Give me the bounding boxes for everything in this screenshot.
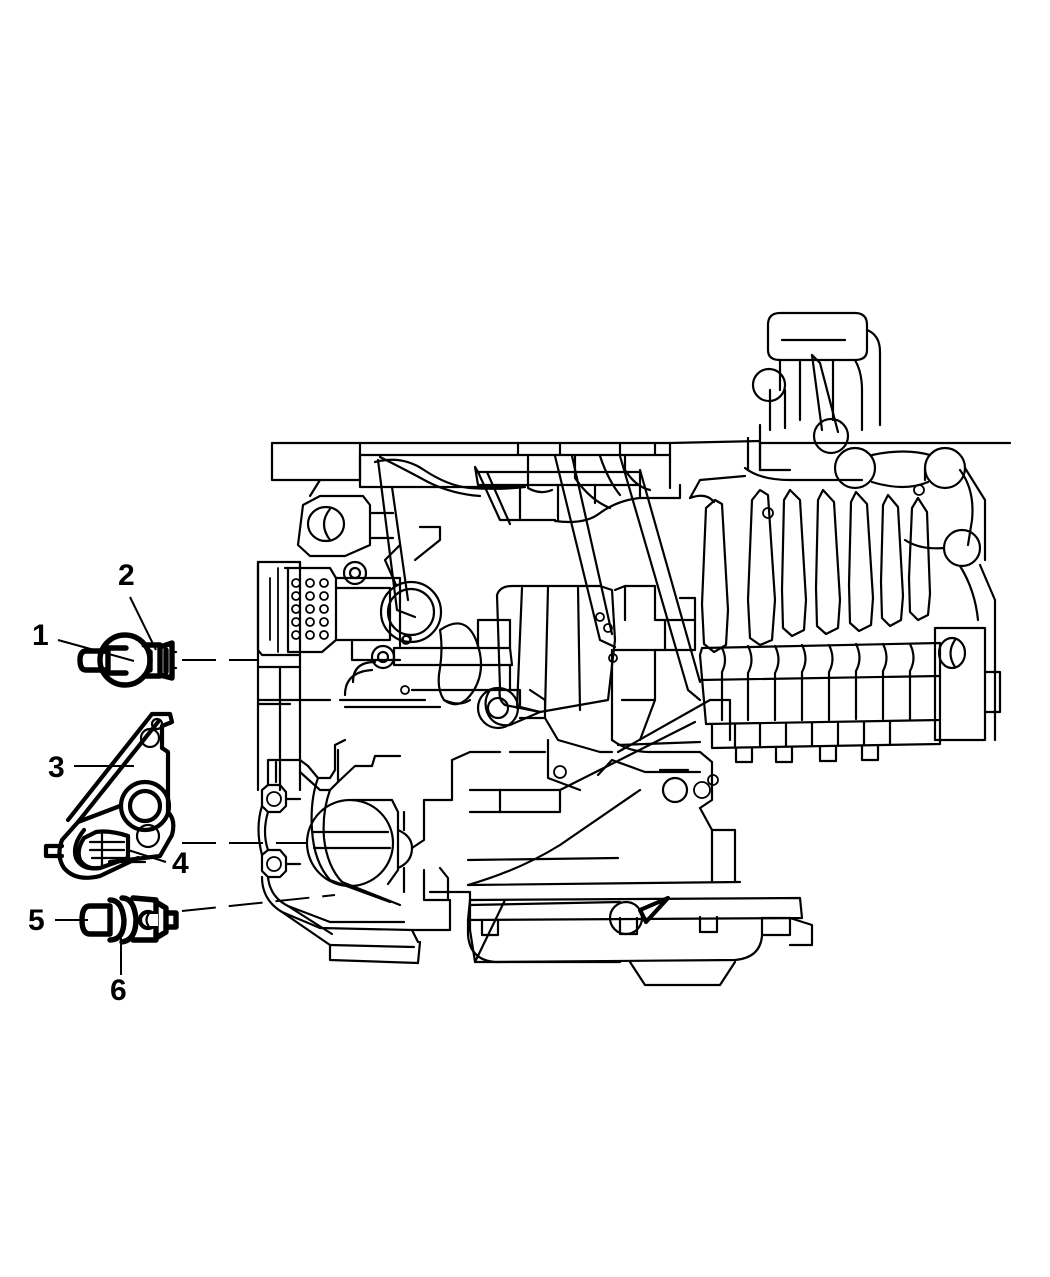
- assembly-leader-lines: [181, 659, 336, 912]
- case-right-support: [466, 698, 737, 964]
- case-center-oval-boss: [437, 622, 483, 706]
- cooling-fin-section: [688, 311, 1002, 764]
- callout-leader-lines: [55, 596, 167, 975]
- callout-number-2: 2: [118, 559, 135, 592]
- bell-housing-lower-case: [257, 738, 742, 965]
- left-upper-boss: [296, 478, 395, 558]
- callout-numbers: 1 2 3 4 5 6: [28, 559, 189, 1007]
- part-sensor-upper: [77, 632, 178, 688]
- case-horizontal-shaft: [392, 618, 547, 720]
- callout-number-4: 4: [172, 847, 189, 880]
- case-left-plate: [256, 525, 442, 792]
- part-bracket-assembly: [43, 711, 176, 880]
- upper-rail-underflange: [473, 465, 682, 526]
- transaxle-case-drawing: [256, 311, 1012, 987]
- callout-number-5: 5: [28, 904, 45, 937]
- oil-pan: [466, 895, 814, 987]
- connector-pin-grid: [291, 578, 329, 640]
- case-ribbed-panel: [495, 584, 617, 714]
- electrical-connector-block: [256, 560, 338, 657]
- case-round-port: [379, 543, 443, 644]
- case-mid-bosses: [468, 705, 614, 814]
- case-center-boss: [476, 686, 542, 730]
- callout-number-3: 3: [48, 751, 65, 784]
- callout-number-6: 6: [110, 974, 127, 1007]
- case-diagonal-ribs: [376, 454, 702, 702]
- part-sensor-lower: [79, 895, 179, 945]
- callout-number-1: 1: [32, 619, 49, 652]
